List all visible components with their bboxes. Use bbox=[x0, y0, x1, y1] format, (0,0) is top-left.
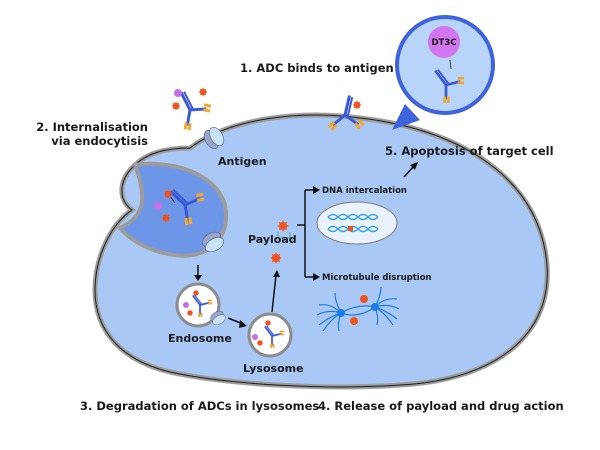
payload-label: Payload bbox=[248, 233, 297, 246]
nucleus-dna bbox=[316, 201, 398, 245]
lysosome-label: Lysosome bbox=[243, 362, 304, 375]
endosome-label: Endosome bbox=[168, 332, 232, 345]
step-2-label-line2: via endocytisis bbox=[51, 134, 148, 148]
step-1-label: 1. ADC binds to antigen bbox=[240, 61, 394, 75]
endocytic-vesicle bbox=[116, 161, 229, 258]
inset-payload-label: DT3C bbox=[431, 38, 456, 48]
lysosome bbox=[247, 312, 293, 358]
antigen-label: Antigen bbox=[218, 155, 267, 168]
dna-intercalation-label: DNA intercalation bbox=[322, 186, 407, 196]
step-2-label-line1: 2. Internalisation bbox=[36, 120, 148, 134]
step-5-label: 5. Apoptosis of target cell bbox=[385, 144, 554, 158]
step-4-label: 4. Release of payload and drug action bbox=[318, 399, 564, 413]
adc-antibody-left bbox=[173, 89, 215, 135]
microtubule-disruption-label: Microtubule disruption bbox=[322, 273, 432, 283]
step-3-label: 3. Degradation of ADCs in lysosomes bbox=[80, 399, 319, 413]
inset-zoom-circle bbox=[395, 15, 495, 115]
microtubule-spindle bbox=[316, 286, 400, 332]
